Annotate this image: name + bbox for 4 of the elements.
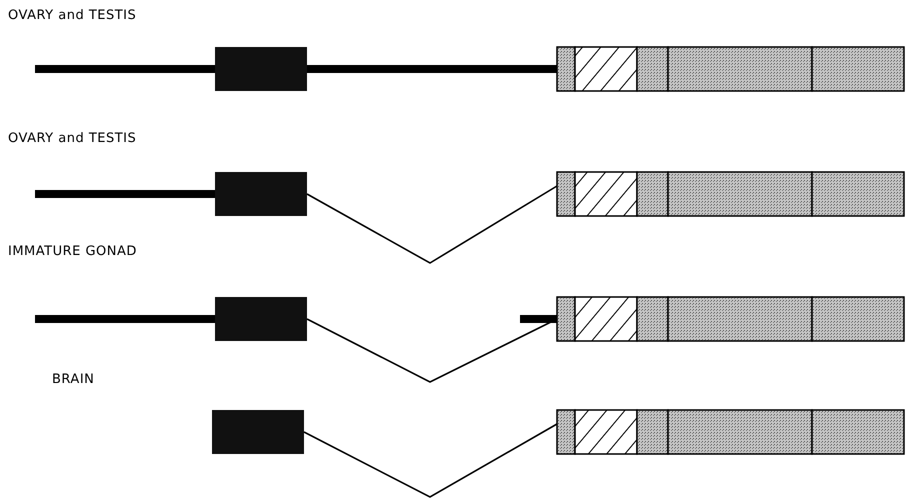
tissue-label: BRAIN <box>52 372 94 387</box>
tissue-label: OVARY and TESTIS <box>8 131 136 146</box>
tissue-label: IMMATURE GONAD <box>8 244 137 259</box>
tissue-label: OVARY and TESTIS <box>8 8 136 23</box>
